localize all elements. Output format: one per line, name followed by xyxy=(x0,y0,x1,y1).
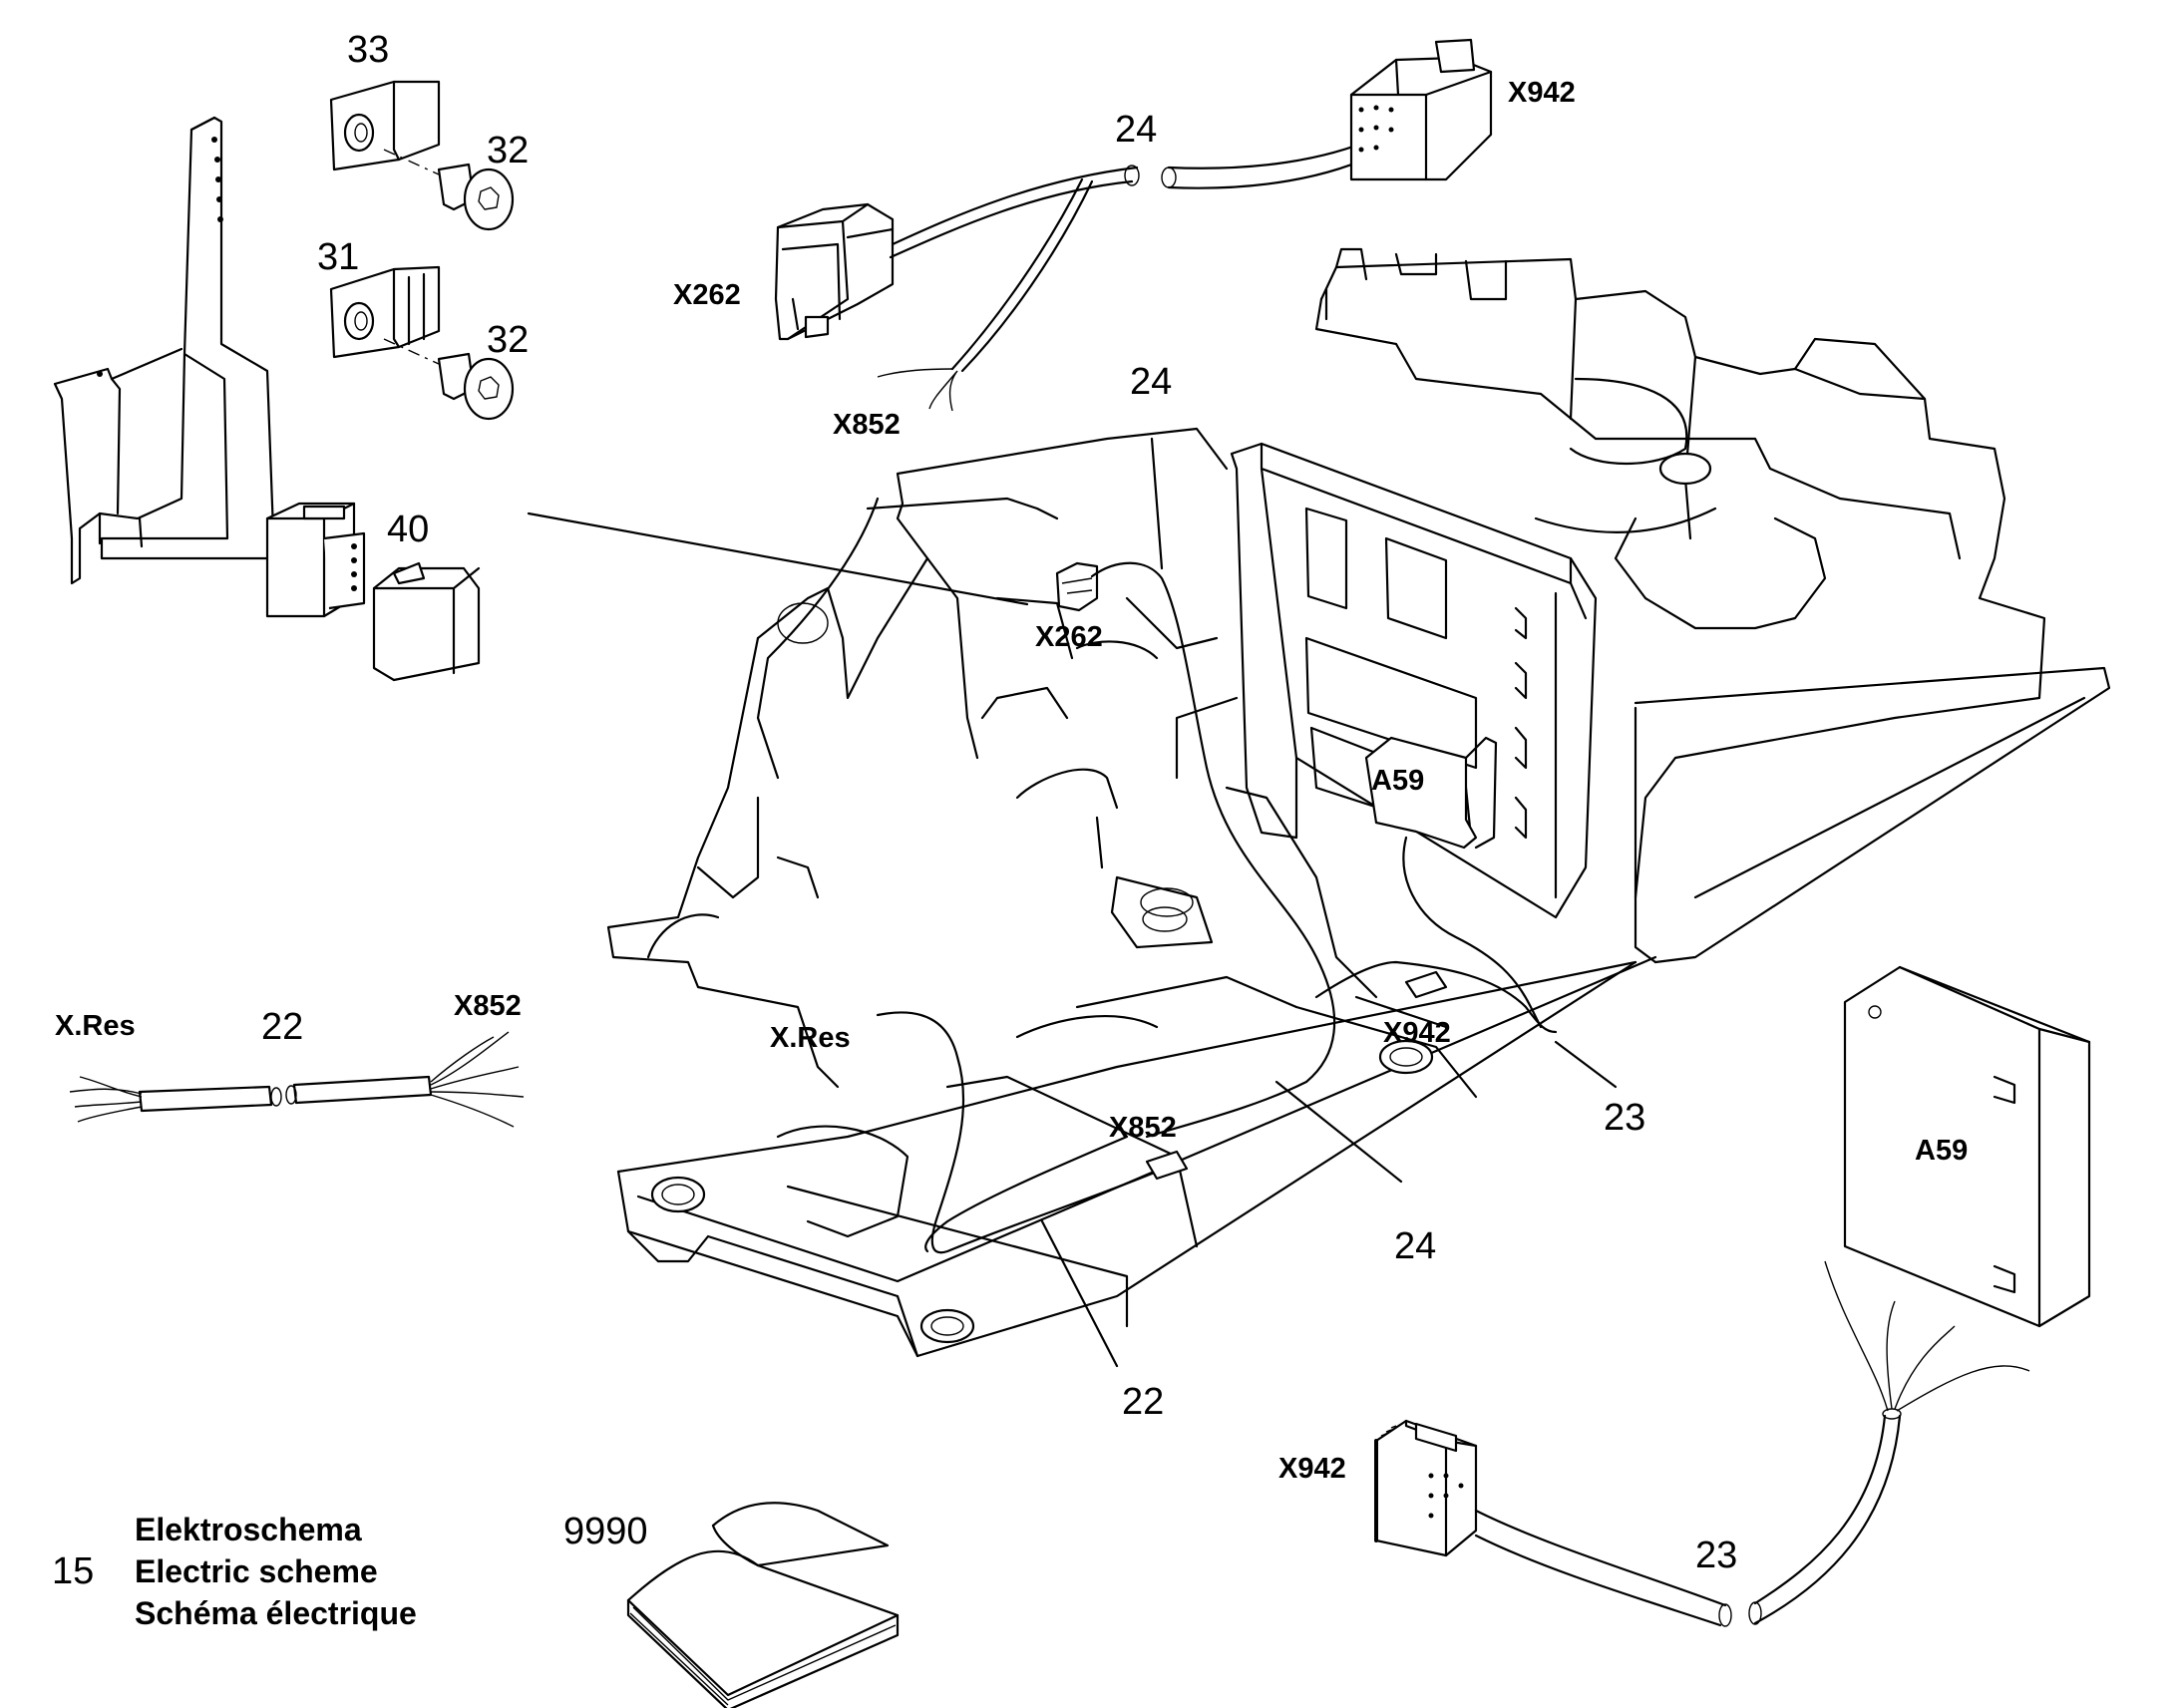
harness-24-detail xyxy=(774,38,1493,412)
code-xres-frame: X.Res xyxy=(770,1022,851,1054)
label-23-mid: 23 xyxy=(1604,1097,1645,1139)
mounting-bracket xyxy=(53,116,276,585)
code-x262-top: X262 xyxy=(673,279,741,311)
code-a59-part: A59 xyxy=(1915,1135,1968,1167)
code-x262-frame: X262 xyxy=(1035,621,1103,653)
code-x942-low: X942 xyxy=(1278,1453,1346,1485)
label-23-low: 23 xyxy=(1695,1535,1737,1576)
code-x852-frame: X852 xyxy=(1109,1112,1177,1144)
code-a59-frame: A59 xyxy=(1371,765,1424,797)
label-24-mid: 24 xyxy=(1130,361,1172,403)
label-32b: 32 xyxy=(487,319,529,361)
code-x852-top: X852 xyxy=(833,409,901,441)
legend-en: Electric scheme xyxy=(135,1553,378,1589)
code-x942-top: X942 xyxy=(1508,77,1576,109)
screw-32b xyxy=(437,352,515,421)
manual-book-9990 xyxy=(626,1502,900,1708)
label-24-low: 24 xyxy=(1394,1225,1436,1267)
label-22-left: 22 xyxy=(261,1006,303,1048)
connector-40 xyxy=(265,502,481,682)
main-frame xyxy=(606,247,2111,1358)
label-33: 33 xyxy=(347,29,389,71)
label-9990: 9990 xyxy=(563,1511,648,1552)
clip-33 xyxy=(329,80,441,171)
clip-31 xyxy=(329,265,441,359)
module-a59 xyxy=(1843,965,2091,1328)
label-22-low: 22 xyxy=(1122,1381,1164,1423)
label-40: 40 xyxy=(387,509,429,550)
label-15: 15 xyxy=(52,1550,94,1592)
legend-de: Elektroschema xyxy=(135,1512,362,1547)
code-xres-left: X.Res xyxy=(55,1010,136,1042)
screw-32a xyxy=(437,163,515,231)
cable-22-detail xyxy=(69,1031,525,1128)
label-32a: 32 xyxy=(487,130,529,171)
legend-fr: Schéma électrique xyxy=(135,1595,417,1631)
routed-harnesses xyxy=(876,437,1618,1368)
code-x942-frame: X942 xyxy=(1383,1017,1451,1049)
cable-23-detail xyxy=(1374,1260,2030,1627)
label-31: 31 xyxy=(317,236,359,278)
code-x852-left: X852 xyxy=(454,990,522,1022)
label-24-top: 24 xyxy=(1115,109,1157,151)
